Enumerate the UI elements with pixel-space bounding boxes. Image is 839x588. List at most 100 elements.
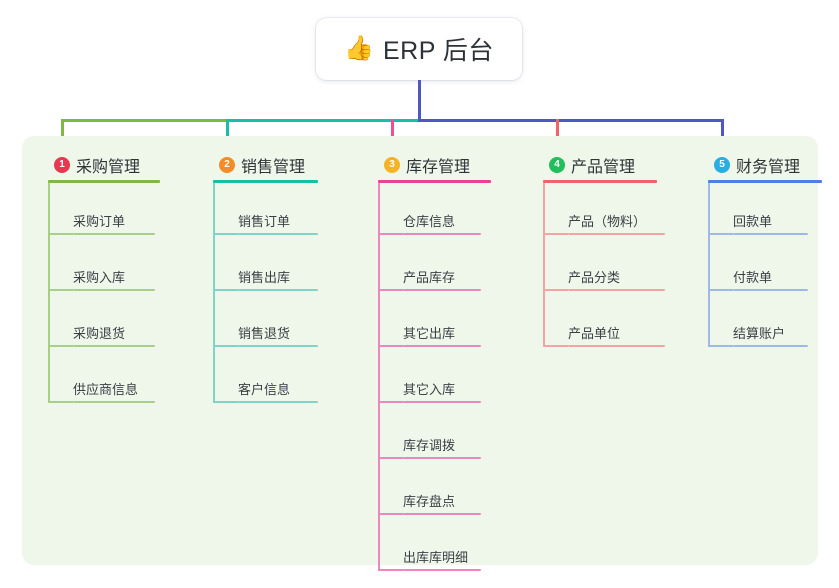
- branch-title: 库存管理: [406, 159, 471, 176]
- branch-title: 财务管理: [736, 159, 801, 176]
- leaf-item[interactable]: 付款单: [708, 239, 822, 295]
- branch-header-5[interactable]: 5 财务管理: [700, 150, 822, 180]
- branch-header-3[interactable]: 3 库存管理: [370, 150, 491, 180]
- leaf-label: 采购退货: [73, 326, 126, 341]
- branch-header-4[interactable]: 4 产品管理: [535, 150, 657, 180]
- branch-spine: [543, 183, 545, 347]
- branch-title: 采购管理: [76, 159, 141, 176]
- leaf-connector: [213, 401, 238, 403]
- leaf-item[interactable]: 客户信息: [213, 351, 318, 407]
- branch-column-4: 4 产品管理产品（物料） 产品分类产品单位: [535, 150, 665, 351]
- branch-header-rule: [48, 180, 160, 183]
- leaf-item[interactable]: 产品库存: [378, 239, 491, 295]
- leaf-connector: [378, 569, 403, 571]
- leaf-connector: [378, 233, 403, 235]
- leaf-rule: [238, 289, 318, 291]
- leaf-item[interactable]: 产品单位: [543, 295, 665, 351]
- root-node-content: 👍 ERP 后台: [344, 31, 494, 67]
- leaf-connector: [213, 345, 238, 347]
- leaf-label: 出库库明细: [403, 550, 469, 565]
- branch-number-badge: 4: [549, 157, 565, 173]
- leaf-item[interactable]: 采购订单: [48, 183, 160, 239]
- leaf-item[interactable]: 结算账户: [708, 295, 822, 351]
- root-node[interactable]: 👍 ERP 后台: [316, 18, 522, 80]
- leaf-item[interactable]: 销售订单: [213, 183, 318, 239]
- branch-header-rule: [213, 180, 318, 183]
- leaf-item[interactable]: 仓库信息: [378, 183, 491, 239]
- leaf-rule: [568, 289, 665, 291]
- leaf-connector: [708, 289, 733, 291]
- leaf-item[interactable]: 回款单: [708, 183, 822, 239]
- branch-column-3: 3 库存管理仓库信息产品库存其它出库其它入库库存调拨库存盘点出库库明细: [370, 150, 491, 575]
- leaf-label: 销售订单: [238, 214, 291, 229]
- branch-spine: [708, 183, 710, 347]
- leaf-item[interactable]: 产品（物料）: [543, 183, 665, 239]
- leaf-connector: [543, 289, 568, 291]
- branch-drop-4: [556, 119, 559, 147]
- leaf-rule: [733, 345, 808, 347]
- leaf-label: 库存调拨: [403, 438, 456, 453]
- branch-number-badge: 5: [714, 157, 730, 173]
- leaf-rule: [403, 345, 481, 347]
- leaf-rule: [733, 289, 808, 291]
- leaf-item[interactable]: 销售出库: [213, 239, 318, 295]
- leaf-rule: [238, 233, 318, 235]
- leaf-rule: [403, 569, 481, 571]
- leaf-rule: [568, 233, 665, 235]
- leaf-connector: [378, 345, 403, 347]
- branch-items: 销售订单销售出库销售退货客户信息: [213, 183, 318, 407]
- leaf-item[interactable]: 其它出库: [378, 295, 491, 351]
- leaf-item[interactable]: 供应商信息: [48, 351, 160, 407]
- leaf-label: 供应商信息: [73, 382, 139, 397]
- thumbs-up-icon: 👍: [344, 35, 374, 62]
- leaf-connector: [48, 401, 73, 403]
- leaf-item[interactable]: 采购入库: [48, 239, 160, 295]
- leaf-label: 付款单: [733, 270, 773, 285]
- leaf-label: 客户信息: [238, 382, 291, 397]
- leaf-connector: [378, 513, 403, 515]
- branch-spine: [48, 183, 50, 403]
- branch-column-5: 5 财务管理回款单付款单结算账户: [700, 150, 822, 351]
- leaf-label: 采购入库: [73, 270, 126, 285]
- leaf-rule: [403, 233, 481, 235]
- leaf-label: 产品（物料）: [568, 214, 647, 229]
- leaf-connector: [543, 233, 568, 235]
- leaf-connector: [543, 345, 568, 347]
- leaf-rule: [73, 401, 155, 403]
- leaf-connector: [48, 345, 73, 347]
- root-title: ERP 后台: [382, 37, 494, 65]
- branch-items: 回款单付款单结算账户: [708, 183, 822, 351]
- leaf-connector: [213, 233, 238, 235]
- leaf-item[interactable]: 库存盘点: [378, 463, 491, 519]
- branch-header-rule: [543, 180, 657, 183]
- leaf-connector: [48, 233, 73, 235]
- leaf-item[interactable]: 出库库明细: [378, 519, 491, 575]
- leaf-label: 采购订单: [73, 214, 126, 229]
- branch-spine: [213, 183, 215, 403]
- leaf-connector: [708, 345, 733, 347]
- branch-header-rule: [378, 180, 491, 183]
- leaf-item[interactable]: 库存调拨: [378, 407, 491, 463]
- leaf-rule: [238, 401, 318, 403]
- branch-number-badge: 3: [384, 157, 400, 173]
- branch-drop-1: [61, 119, 64, 147]
- leaf-item[interactable]: 产品分类: [543, 239, 665, 295]
- leaf-label: 产品单位: [568, 326, 621, 341]
- root-trunk: [418, 80, 421, 122]
- leaf-label: 结算账户: [733, 326, 786, 341]
- leaf-item[interactable]: 采购退货: [48, 295, 160, 351]
- branch-drop-3: [391, 119, 394, 147]
- leaf-rule: [403, 457, 481, 459]
- branch-items: 产品（物料） 产品分类产品单位: [543, 183, 665, 351]
- leaf-item[interactable]: 其它入库: [378, 351, 491, 407]
- leaf-rule: [73, 345, 155, 347]
- leaf-label: 销售退货: [238, 326, 291, 341]
- leaf-item[interactable]: 销售退货: [213, 295, 318, 351]
- leaf-rule: [733, 233, 808, 235]
- branch-title: 产品管理: [571, 159, 636, 176]
